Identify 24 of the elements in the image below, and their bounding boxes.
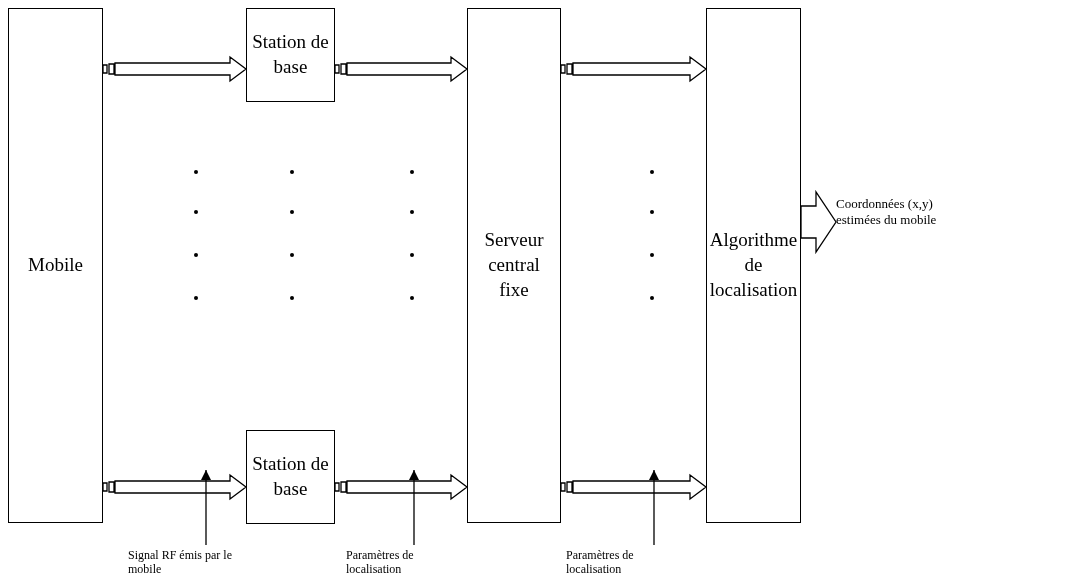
- block-arrow: [334, 473, 469, 501]
- process-box: [8, 8, 103, 523]
- process-box: [706, 8, 801, 523]
- box-label: Serveur central fixe: [483, 228, 545, 302]
- leader-line: [649, 469, 659, 546]
- block-arrow: [800, 189, 837, 255]
- annotation-text: Paramètres de localisation: [566, 548, 676, 575]
- box-label: Station de base: [251, 30, 330, 79]
- annotation-text: Paramètres de localisation: [346, 548, 456, 575]
- annotation-text: Coordonnées (x,y) estimées du mobile: [836, 196, 956, 228]
- block-arrow: [102, 55, 248, 83]
- annotation-text: Signal RF émis par le mobile: [128, 548, 248, 575]
- process-box: [467, 8, 561, 523]
- block-arrow: [102, 473, 248, 501]
- leader-line: [201, 469, 211, 546]
- block-arrow: [560, 473, 708, 501]
- box-label: Station de base: [251, 452, 330, 501]
- block-arrow: [334, 55, 469, 83]
- process-box: [246, 430, 335, 524]
- box-label: Mobile: [28, 253, 83, 278]
- leader-line: [409, 469, 419, 546]
- block-arrow: [560, 55, 708, 83]
- box-label: Algorithme de localisation: [709, 228, 798, 302]
- process-box: [246, 8, 335, 102]
